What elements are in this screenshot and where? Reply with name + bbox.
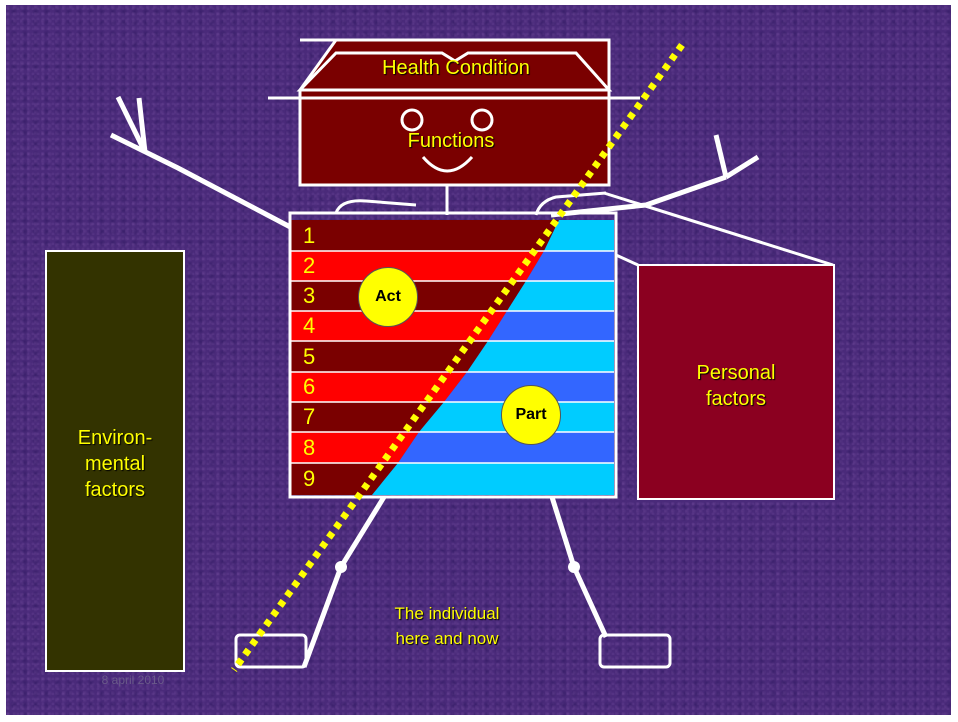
- row-3-right: [507, 281, 614, 311]
- right-hand-finger-2: [724, 154, 760, 180]
- row-number-1: 1: [303, 223, 316, 248]
- row-7-left: [290, 402, 444, 432]
- right-eye: [470, 108, 494, 132]
- row-number-9: 9: [303, 466, 316, 491]
- row-4-right: [488, 311, 614, 341]
- left-hand-finger-1: [115, 95, 148, 154]
- row-number-6: 6: [303, 374, 316, 399]
- caption: The individual here and now: [394, 604, 500, 648]
- row-1-left: [290, 220, 559, 251]
- personal-factors-label: Personal factors: [696, 362, 776, 410]
- diagonal-divider: [231, 42, 685, 673]
- row-number-5: 5: [303, 344, 316, 369]
- row-6-left: [290, 372, 467, 402]
- left-eye: [400, 108, 424, 132]
- row-number-3: 3: [303, 283, 316, 308]
- row-number-7: 7: [303, 404, 316, 429]
- act-bubble: Act: [358, 267, 418, 327]
- part-bubble: Part: [501, 385, 561, 445]
- footer-date: 8 april 2010: [101, 673, 165, 687]
- row-number-8: 8: [303, 435, 316, 460]
- personal-connector-side: [615, 253, 639, 267]
- row-9-left: [290, 463, 398, 495]
- row-5-left: [290, 341, 488, 372]
- head-shape: [298, 38, 611, 187]
- head-subtitle: Functions: [407, 130, 495, 152]
- row-dividers: [290, 250, 614, 464]
- head-outline-top: [296, 51, 613, 92]
- row-5-right: [467, 341, 614, 372]
- smile: [421, 155, 474, 173]
- personal-factors-box: [637, 264, 835, 500]
- slide: Health Condition Functions 1 2 3 4 5 6 7…: [6, 5, 951, 715]
- row-4-left: [290, 311, 507, 341]
- right-foot: [598, 633, 672, 669]
- row-2-right: [526, 251, 614, 281]
- body-outline: [288, 211, 618, 499]
- environmental-factors-box: [45, 250, 185, 672]
- body-rows: [290, 220, 614, 495]
- head-title: Health Condition: [382, 57, 530, 79]
- left-shoulder-curve: [334, 199, 417, 214]
- right-hand-finger-1: [713, 134, 729, 178]
- right-knee: [568, 561, 580, 573]
- row-number-4: 4: [303, 313, 316, 338]
- row-2-left: [290, 251, 544, 281]
- personal-connector-top: [603, 191, 834, 267]
- left-foot: [234, 633, 308, 669]
- left-knee: [335, 561, 347, 573]
- row-1-right: [544, 220, 614, 251]
- row-number-2: 2: [303, 253, 316, 278]
- environmental-factors-label: Environ- mental factors: [77, 427, 153, 501]
- row-8-right: [398, 432, 614, 463]
- left-arm: [109, 132, 298, 233]
- row-9-right: [372, 463, 614, 495]
- left-hand-finger-2: [136, 97, 148, 153]
